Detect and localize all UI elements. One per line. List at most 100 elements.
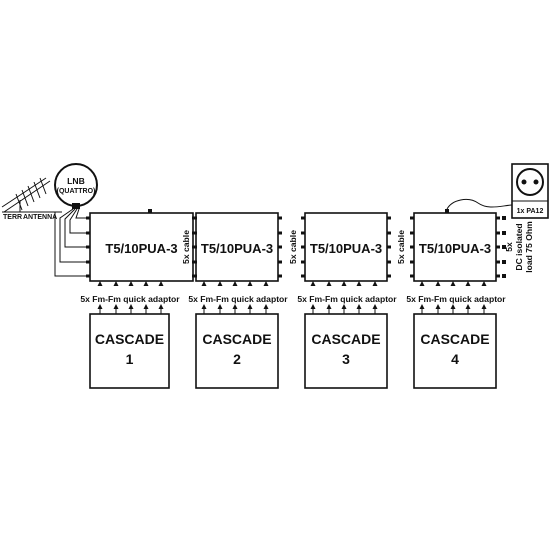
arrow-up-icon xyxy=(465,304,471,309)
arrow-up-icon xyxy=(435,281,441,286)
port-2-2-out xyxy=(278,231,282,235)
input-cables xyxy=(48,208,88,277)
arrow-up-icon xyxy=(481,304,487,309)
input-port-1 xyxy=(86,216,90,220)
adaptor-3-1 xyxy=(310,281,316,314)
adaptor-3-5 xyxy=(372,281,378,314)
port-2-1-in xyxy=(301,216,305,220)
multiswitch-2: T5/10PUA-3 xyxy=(195,212,279,282)
arrow-up-icon xyxy=(232,281,238,286)
arrow-up-icon xyxy=(217,281,223,286)
arrow-up-icon xyxy=(465,281,471,286)
arrow-up-icon xyxy=(310,281,316,286)
adaptor-2-1 xyxy=(201,281,207,314)
arrow-up-icon xyxy=(201,304,207,309)
arrow-up-icon xyxy=(263,281,269,286)
socket-pin-left-icon xyxy=(521,179,527,185)
adaptor-1-3 xyxy=(128,281,134,314)
port-2-4-in xyxy=(301,260,305,264)
arrow-up-icon xyxy=(128,281,134,286)
port-3-3-out xyxy=(387,245,391,249)
multiswitch-2-label: T5/10PUA-3 xyxy=(201,241,273,256)
input-port-2 xyxy=(86,231,90,235)
multiswitch-1-label: T5/10PUA-3 xyxy=(105,241,177,256)
port-2-4-out xyxy=(278,260,282,264)
arrow-up-icon xyxy=(372,304,378,309)
cascade-4-number: 4 xyxy=(451,351,459,367)
arrow-up-icon xyxy=(97,281,103,286)
lnb-port xyxy=(72,203,80,209)
termination-load-1 xyxy=(502,216,506,220)
adaptor-1-2 xyxy=(113,281,119,314)
arrow-up-icon xyxy=(143,304,149,309)
adaptor-4-5 xyxy=(481,281,487,314)
adaptor-4-2 xyxy=(435,281,441,314)
port-3-1-in xyxy=(410,216,414,220)
port-4-2-out xyxy=(496,231,500,235)
arrow-up-icon xyxy=(247,304,253,309)
port-3-1-out xyxy=(387,216,391,220)
lnb-subtitle: (QUATTRO) xyxy=(57,188,96,195)
adaptor-1-5 xyxy=(158,281,164,314)
adaptor-label-4: 5x Fm-Fm quick adaptor xyxy=(406,294,506,304)
multiswitch-3-box xyxy=(304,212,388,282)
adaptor-1-4 xyxy=(143,281,149,314)
terr-antenna xyxy=(1,177,62,213)
arrow-up-icon xyxy=(128,304,134,309)
multiswitch-3-label: T5/10PUA-3 xyxy=(310,241,382,256)
arrow-up-icon xyxy=(217,304,223,309)
adaptor-3-2 xyxy=(326,281,332,314)
adaptor-label-3: 5x Fm-Fm quick adaptor xyxy=(297,294,397,304)
port-3-4-in xyxy=(410,260,414,264)
port-1-2-in xyxy=(192,231,196,235)
termination-line3: load 75 Ohm xyxy=(524,221,534,273)
arrow-up-icon xyxy=(201,281,207,286)
port-1-4-in xyxy=(192,260,196,264)
adaptor-4-4 xyxy=(465,281,471,314)
cascade-2-title: CASCADE xyxy=(202,331,271,347)
arrow-up-icon xyxy=(341,281,347,286)
port-1-5-in xyxy=(192,274,196,278)
arrow-up-icon xyxy=(97,304,103,309)
socket-icon xyxy=(516,168,544,196)
power-cable xyxy=(446,198,513,210)
adaptor-4-3 xyxy=(450,281,456,314)
port-3-2-out xyxy=(387,231,391,235)
arrow-up-icon xyxy=(113,281,119,286)
arrow-up-icon xyxy=(158,281,164,286)
termination-load-2 xyxy=(502,231,506,235)
adaptor-label-2: 5x Fm-Fm quick adaptor xyxy=(188,294,288,304)
cable-label-1: 5x cable xyxy=(181,230,191,264)
adaptor-2-5 xyxy=(263,281,269,314)
port-4-1-out xyxy=(496,216,500,220)
port-4-5-out xyxy=(496,274,500,278)
power-port-1 xyxy=(148,209,152,213)
port-2-3-in xyxy=(301,245,305,249)
adaptor-2-4 xyxy=(247,281,253,314)
port-4-4-out xyxy=(496,260,500,264)
arrow-up-icon xyxy=(326,304,332,309)
cascade-2: CASCADE 2 xyxy=(195,313,279,389)
cascade-3-number: 3 xyxy=(342,351,350,367)
adaptor-2-2 xyxy=(217,281,223,314)
multiswitch-4-box xyxy=(413,212,497,282)
port-3-4-out xyxy=(387,260,391,264)
arrow-up-icon xyxy=(247,281,253,286)
input-port-4 xyxy=(86,260,90,264)
arrow-up-icon xyxy=(143,281,149,286)
port-3-5-in xyxy=(410,274,414,278)
cascade-3-title: CASCADE xyxy=(311,331,380,347)
termination-load-4 xyxy=(502,260,506,264)
input-port-3 xyxy=(86,245,90,249)
termination-line1: 5x xyxy=(504,242,514,252)
adaptor-label-1: 5x Fm-Fm quick adaptor xyxy=(80,294,180,304)
interconnect-ports xyxy=(86,216,506,278)
cascade-4-title: CASCADE xyxy=(420,331,489,347)
socket-pin-right-icon xyxy=(533,179,539,185)
power-supply: 1x PA12 xyxy=(511,163,549,219)
arrow-up-icon xyxy=(450,304,456,309)
input-port-5 xyxy=(86,274,90,278)
port-3-3-in xyxy=(410,245,414,249)
port-2-5-in xyxy=(301,274,305,278)
arrow-up-icon xyxy=(372,281,378,286)
